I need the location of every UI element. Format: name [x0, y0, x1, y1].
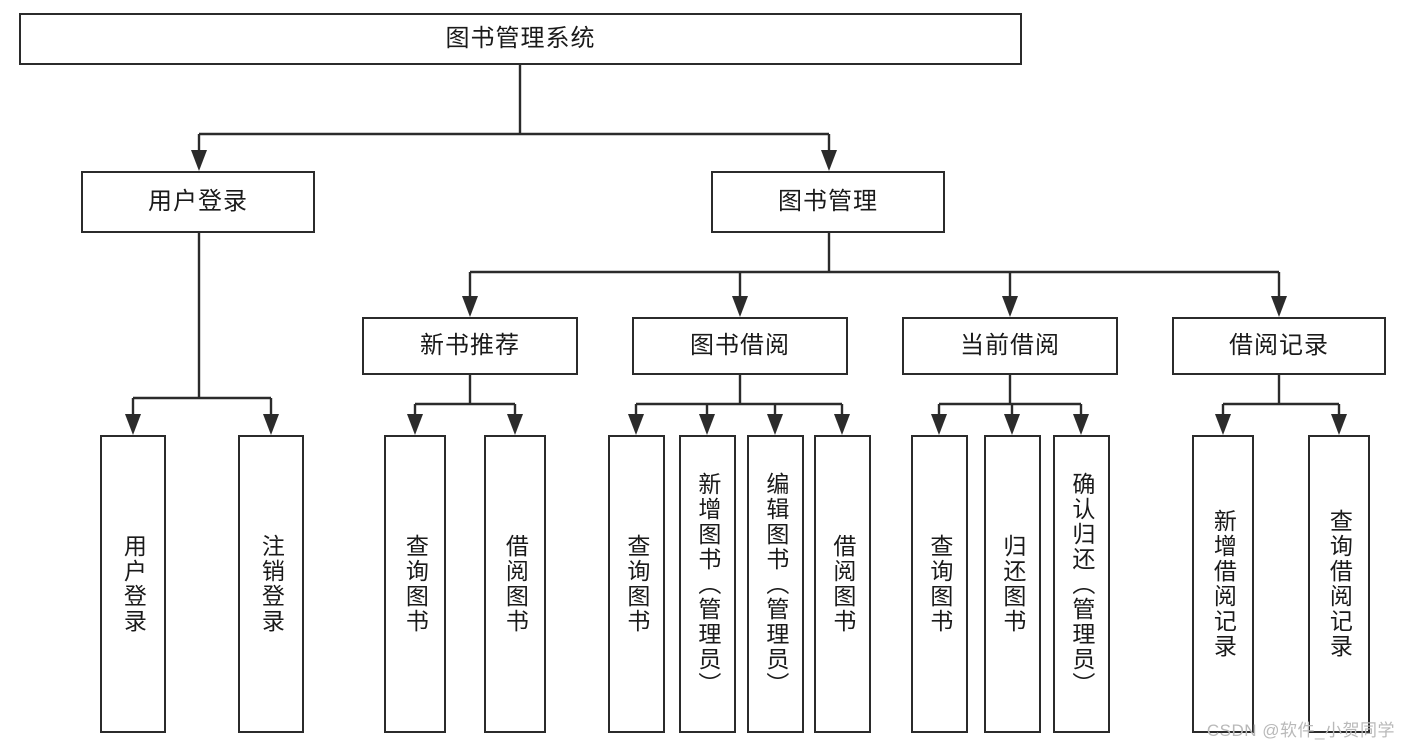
node-leaf-add-book-admin-label: 新增图书（管理员）: [694, 471, 721, 697]
node-leaf-logout-login-label: 注销登录: [258, 534, 285, 634]
node-root[interactable]: 图书管理系统: [19, 13, 1022, 65]
arrow-root-to-user-login: [191, 150, 207, 171]
arrow-currentborrow-to-leaf3: [1073, 414, 1089, 435]
node-leaf-query-book-rec-label: 查询图书: [402, 534, 429, 634]
node-user-login[interactable]: 用户登录: [81, 171, 315, 233]
node-leaf-edit-book-admin[interactable]: 编辑图书（管理员）: [747, 435, 804, 733]
node-new-book-recommend-label: 新书推荐: [420, 331, 520, 359]
arrow-book-manage-to-l3b: [732, 296, 748, 317]
node-leaf-query-book-rec[interactable]: 查询图书: [384, 435, 446, 733]
arrow-user-login-to-leaf1: [125, 414, 141, 435]
arrow-currentborrow-to-leaf2: [1004, 414, 1020, 435]
node-book-manage[interactable]: 图书管理: [711, 171, 945, 233]
arrow-currentborrow-to-leaf1: [931, 414, 947, 435]
node-leaf-query-book-borrow[interactable]: 查询图书: [608, 435, 665, 733]
node-borrow-record-label: 借阅记录: [1229, 331, 1329, 359]
arrow-book-manage-to-l3d: [1271, 296, 1287, 317]
node-leaf-query-book-current[interactable]: 查询图书: [911, 435, 968, 733]
node-leaf-logout-login[interactable]: 注销登录: [238, 435, 304, 733]
node-leaf-add-borrow-record[interactable]: 新增借阅记录: [1192, 435, 1254, 733]
watermark: CSDN @软件_小贺同学: [1206, 721, 1395, 740]
arrow-newbook-to-leaf2: [507, 414, 523, 435]
arrow-bookborrow-to-leaf1: [628, 414, 644, 435]
node-leaf-borrow-book-label: 借阅图书: [829, 534, 856, 634]
node-leaf-borrow-book-rec[interactable]: 借阅图书: [484, 435, 546, 733]
arrow-borrowrecord-to-leaf1: [1215, 414, 1231, 435]
node-leaf-return-book-label: 归还图书: [999, 534, 1026, 634]
node-leaf-query-book-borrow-label: 查询图书: [623, 534, 650, 634]
node-leaf-user-login[interactable]: 用户登录: [100, 435, 166, 733]
arrow-bookborrow-to-leaf3: [767, 414, 783, 435]
node-new-book-recommend[interactable]: 新书推荐: [362, 317, 578, 375]
node-leaf-confirm-return-admin[interactable]: 确认归还（管理员）: [1053, 435, 1110, 733]
arrow-newbook-to-leaf1: [407, 414, 423, 435]
node-book-borrow[interactable]: 图书借阅: [632, 317, 848, 375]
node-current-borrow-label: 当前借阅: [960, 331, 1060, 359]
node-borrow-record[interactable]: 借阅记录: [1172, 317, 1386, 375]
node-root-label: 图书管理系统: [445, 24, 596, 52]
node-user-login-label: 用户登录: [148, 187, 248, 215]
node-leaf-return-book[interactable]: 归还图书: [984, 435, 1041, 733]
node-leaf-user-login-label: 用户登录: [120, 534, 147, 634]
node-leaf-borrow-book-rec-label: 借阅图书: [502, 534, 529, 634]
arrow-book-manage-to-l3c: [1002, 296, 1018, 317]
arrow-borrowrecord-to-leaf2: [1331, 414, 1347, 435]
node-leaf-borrow-book[interactable]: 借阅图书: [814, 435, 871, 733]
arrow-bookborrow-to-leaf4: [834, 414, 850, 435]
node-book-manage-label: 图书管理: [778, 187, 878, 215]
node-current-borrow[interactable]: 当前借阅: [902, 317, 1118, 375]
node-leaf-confirm-return-admin-label: 确认归还（管理员）: [1068, 471, 1095, 697]
arrow-user-login-to-leaf2: [263, 414, 279, 435]
arrow-bookborrow-to-leaf2: [699, 414, 715, 435]
node-leaf-query-borrow-record[interactable]: 查询借阅记录: [1308, 435, 1370, 733]
node-leaf-query-borrow-record-label: 查询借阅记录: [1326, 509, 1353, 659]
node-leaf-add-borrow-record-label: 新增借阅记录: [1210, 509, 1237, 659]
node-book-borrow-label: 图书借阅: [690, 331, 790, 359]
node-leaf-add-book-admin[interactable]: 新增图书（管理员）: [679, 435, 736, 733]
node-leaf-edit-book-admin-label: 编辑图书（管理员）: [762, 471, 789, 697]
arrow-root-to-book-manage: [821, 150, 837, 171]
arrow-book-manage-to-l3a: [462, 296, 478, 317]
node-leaf-query-book-current-label: 查询图书: [926, 534, 953, 634]
